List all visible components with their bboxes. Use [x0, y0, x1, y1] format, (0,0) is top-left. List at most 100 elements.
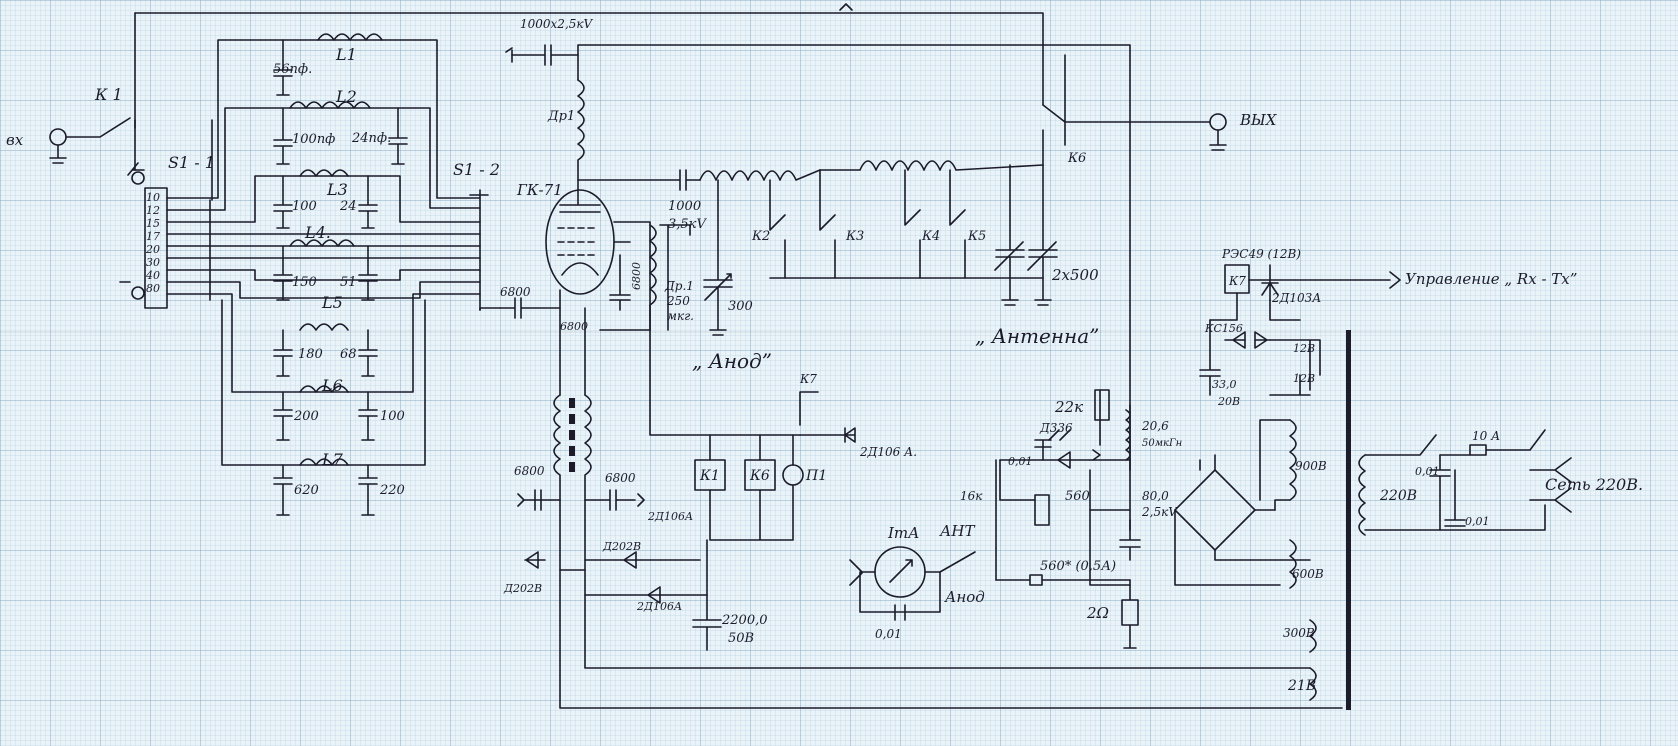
supply-12v-b: 12В — [1293, 372, 1315, 385]
control-label: Управление „ Rx - Tx” — [1405, 270, 1577, 288]
paper-fold — [0, 331, 1678, 333]
diode-2d106a-a: 2Д106А — [647, 510, 693, 523]
res-2-ohm: 2Ω — [1086, 604, 1109, 622]
l2-label: L2 — [335, 87, 357, 106]
winding-300v: 300В — [1283, 626, 1315, 640]
cap-33: 33,0 — [1212, 378, 1237, 391]
cap-6800-right: 6800 — [605, 471, 636, 485]
choke-dr2-name: Др.1 — [664, 279, 694, 293]
band-30: 30 — [146, 256, 160, 269]
antenna-caption: „ Антенна” — [975, 324, 1099, 348]
band-12: 12 — [146, 204, 160, 217]
choke-dr2-unit: мкг. — [667, 309, 694, 323]
res-560: 560 — [1065, 489, 1090, 504]
relay-k7-label: К7 — [1228, 274, 1246, 288]
l4-label: L4. — [304, 223, 331, 242]
cap-1000-anode: 1000 — [668, 199, 701, 214]
labels: вх К 1 S1 - 1 S1 - 2 10 12 15 17 20 30 4… — [6, 17, 1643, 694]
winding-220v: 220В — [1379, 488, 1417, 504]
diode-d336: Д336 — [1039, 421, 1073, 435]
relay-k6-label: К6 — [1067, 151, 1086, 166]
diode-2d106a-b: 2Д106А — [636, 600, 682, 613]
relay-k2-label: К2 — [751, 229, 770, 244]
cap-6800-screen: 6800 — [630, 262, 643, 290]
band-15: 15 — [146, 217, 160, 230]
cap-620: 620 — [294, 483, 319, 498]
cap-6800-left: 6800 — [514, 464, 545, 478]
relay-k5-label: К5 — [967, 229, 986, 244]
cap-001-meter: 0,01 — [875, 627, 902, 641]
relay-type-label: РЭС49 (12В) — [1221, 247, 1301, 261]
cap-2x500: 2х500 — [1051, 266, 1099, 284]
transformer-core — [1346, 330, 1351, 710]
cap-6800-grid: 6800 — [500, 285, 531, 299]
dr1-label: Др1 — [547, 109, 575, 124]
supply-12v-a: 12В — [1293, 342, 1315, 355]
relay-k3-label: К3 — [845, 229, 864, 244]
lamp-p1-label: П1 — [805, 468, 827, 484]
cap-200: 200 — [293, 409, 319, 424]
res-22k: 22к — [1054, 398, 1083, 416]
diode-d202b-a: Д202В — [503, 582, 542, 595]
winding-21v: 21В — [1287, 678, 1316, 694]
cap-56pf: 56пф. — [273, 62, 312, 77]
wiring — [49, 3, 1572, 710]
choke-20-6-unit: 50мкГн — [1142, 438, 1182, 449]
cap-001-a: 0,01 — [1008, 455, 1033, 468]
l3-label: L3 — [326, 180, 348, 199]
cap-001-d: 0,01 — [1465, 515, 1490, 528]
relay-k7-switch-label: К7 — [799, 372, 817, 386]
cap-150: 150 — [292, 275, 317, 290]
k1-label: К 1 — [94, 85, 123, 104]
diode-2d106a-top: 2Д106 А. — [859, 445, 917, 459]
cap-80: 80,0 — [1142, 489, 1169, 503]
cap-2200: 2200,0 — [721, 613, 768, 628]
l7-label: L7 — [321, 450, 344, 469]
s1-1-label: S1 - 1 — [168, 153, 215, 172]
cap-2200-voltage: 50В — [728, 631, 754, 646]
band-17: 17 — [146, 230, 160, 243]
winding-600v: 600В — [1292, 567, 1324, 581]
l1-label: L1 — [335, 45, 357, 64]
output-label: ВЫХ — [1239, 111, 1278, 129]
cap-300: 300 — [728, 299, 753, 314]
tube-gk71-label: ГК-71 — [516, 181, 563, 199]
cap-51: 51 — [340, 275, 357, 290]
l6-label: L6 — [321, 376, 343, 395]
kts156-label: КС156 — [1204, 322, 1243, 335]
cap-24pf: 24пф. — [351, 131, 391, 146]
cap-80-voltage: 2,5кV — [1141, 505, 1178, 519]
meter-ima: ImА — [887, 524, 920, 542]
input-label: вх — [6, 131, 24, 149]
mains-label: Сеть 220В. — [1545, 475, 1643, 494]
switch-anode: Анод — [944, 588, 985, 606]
cap-100pf: 100пф — [292, 132, 335, 147]
res-16k: 16к — [960, 489, 983, 503]
cap-100: 100 — [292, 199, 317, 214]
cap-1000-kv: 3,5кV — [668, 217, 707, 232]
choke-dr2-value: 250 — [666, 294, 690, 308]
cap-220: 220 — [379, 483, 405, 498]
relay-k4-label: К4 — [921, 229, 940, 244]
band-80: 80 — [146, 282, 160, 295]
band-40: 40 — [145, 269, 160, 282]
cap-24: 24 — [339, 199, 357, 214]
relay-k6-box-label: К6 — [749, 468, 770, 484]
diode-2d103a: 2Д103А — [1271, 291, 1321, 305]
winding-900v: 900В — [1295, 459, 1327, 473]
cap-100b: 100 — [380, 409, 405, 424]
relay-k1-box-label: К1 — [699, 468, 720, 484]
cap-001-c: 0,01 — [1415, 465, 1440, 478]
diode-d202b-b: Д202В — [602, 540, 641, 553]
band-20: 20 — [145, 243, 160, 256]
fuse-label: 10 А — [1472, 429, 1500, 443]
cap-6800-cathode: 6800 — [560, 320, 588, 333]
choke-20-6: 20,6 — [1141, 419, 1169, 433]
l5-label: L5 — [321, 293, 343, 312]
cap-68: 68 — [340, 347, 357, 362]
cap-1000x2-5kv: 1000х2,5кV — [520, 17, 594, 31]
anode-caption: „ Анод” — [692, 349, 772, 373]
s1-2-label: S1 - 2 — [453, 160, 500, 179]
